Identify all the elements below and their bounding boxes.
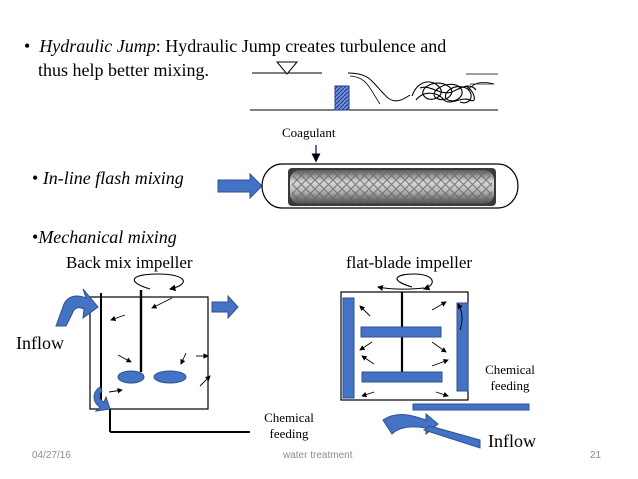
inflow-curved-arrow — [55, 288, 99, 327]
inline-term: In-line flash mixing — [42, 168, 184, 188]
chem-left-line1: Chemical — [264, 410, 314, 425]
mechanical-term: Mechanical mixing — [38, 227, 177, 247]
baffle-right — [456, 302, 469, 392]
flat-blade-impeller-diagram — [340, 273, 530, 449]
bullet-inline: • In-line flash mixing — [32, 168, 184, 189]
chem-left-line2: feeding — [269, 426, 309, 441]
impeller-blade-right — [153, 370, 187, 384]
inline-arrow — [217, 172, 263, 200]
chemical-feed-pipe — [412, 403, 530, 411]
footer-title: water treatment — [283, 450, 353, 461]
back-mix-impeller-diagram — [55, 273, 250, 433]
hydraulic-text: : Hydraulic Jump creates turbulence and — [155, 36, 447, 56]
hydraulic-term: Hydraulic Jump — [39, 36, 156, 56]
bullet-mechanical: •Mechanical mixing — [32, 227, 177, 248]
inflow-left-label: Inflow — [16, 333, 64, 353]
back-mix-label: Back mix impeller — [66, 253, 193, 272]
static-mixer-element — [292, 171, 492, 203]
bullet-hydraulic: • Hydraulic Jump: Hydraulic Jump creates… — [24, 36, 446, 57]
blade-upper — [360, 326, 442, 338]
bullet-dot: • — [24, 36, 40, 56]
turbulence-scribble — [411, 81, 477, 104]
baffle-left — [342, 297, 355, 399]
bullet-dot: • — [32, 168, 43, 188]
feed-arrow — [93, 386, 111, 412]
footer-page-number: 21 — [590, 450, 602, 461]
blade-lower — [361, 371, 443, 383]
rotation-arrow — [133, 273, 184, 291]
inline-mixer-diagram — [217, 145, 519, 209]
chemical-feeding-left: Chemical feeding — [252, 410, 326, 442]
impeller-blade-left — [117, 370, 145, 384]
chemical-feeding-right: Chemical feeding — [476, 362, 544, 394]
weir-block — [334, 85, 350, 111]
hydraulic-jump-diagram — [250, 61, 498, 111]
inflow-arrow-right — [422, 425, 481, 449]
chem-right-line1: Chemical — [485, 362, 535, 377]
flat-blade-label: flat-blade impeller — [346, 253, 473, 272]
chem-right-line2: feeding — [490, 378, 530, 393]
footer-date: 04/27/16 — [32, 450, 71, 461]
inflow-right-label: Inflow — [488, 431, 536, 451]
bullet-dot: • — [32, 227, 39, 247]
outflow-arrow — [211, 294, 239, 320]
hydraulic-text-line2: thus help better mixing. — [38, 60, 209, 80]
coagulant-label: Coagulant — [282, 125, 336, 140]
